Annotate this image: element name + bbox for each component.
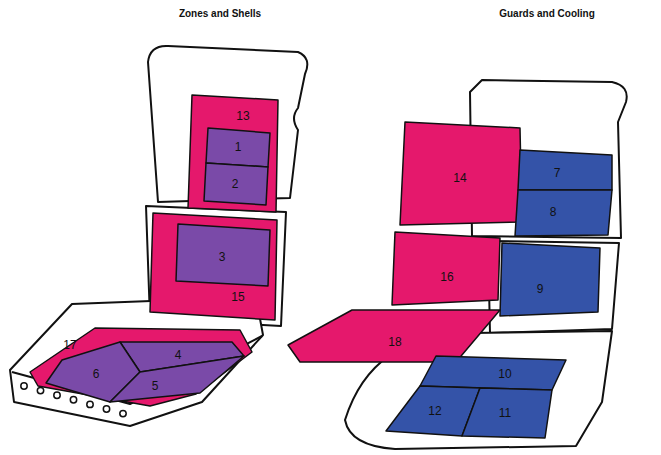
callout-number: 17 xyxy=(63,339,76,351)
seat-pad: 7 xyxy=(518,150,612,190)
callout-number: 18 xyxy=(388,336,401,348)
callout-number: 12 xyxy=(428,405,441,417)
callout-number: 9 xyxy=(537,283,544,295)
pad-shape xyxy=(518,150,612,190)
pad-shape xyxy=(392,232,500,305)
seat-pad: 13 1 2 xyxy=(188,95,278,212)
callout-number: 16 xyxy=(440,271,453,283)
callout-number: 13 xyxy=(236,110,249,122)
seat-pad: 8 xyxy=(515,190,612,236)
seat-pad: 18 xyxy=(288,310,500,362)
callout-number: 4 xyxy=(175,349,182,361)
seat-pad: 10 xyxy=(420,356,566,390)
callout-number: 2 xyxy=(232,178,239,190)
seat-pad: 16 xyxy=(392,232,500,305)
panel-title: Guards and Cooling xyxy=(499,8,595,19)
callout-number: 11 xyxy=(499,407,511,419)
seat-pad: 17 4 6 5 xyxy=(30,328,252,406)
seat-pad: 5 xyxy=(110,356,244,402)
seat-pad: 1 xyxy=(206,128,270,167)
seat-pad: 14 xyxy=(400,122,522,225)
callout-number: 7 xyxy=(554,167,561,179)
seat-pad: 3 xyxy=(176,224,270,286)
callout-number: 6 xyxy=(93,368,100,380)
callout-number: 10 xyxy=(498,368,511,380)
pad-shape xyxy=(420,356,566,390)
callout-number: 3 xyxy=(219,251,226,263)
callout-number: 14 xyxy=(453,172,466,184)
pad-shape xyxy=(515,190,612,236)
lower-back-shell xyxy=(146,206,286,326)
callout-number: 1 xyxy=(235,141,242,153)
pad-shape xyxy=(500,243,600,316)
seat-pad: 11 xyxy=(462,388,552,438)
callout-number: 5 xyxy=(152,380,159,392)
seat-pad: 9 xyxy=(500,243,600,316)
panel-title: Zones and Shells xyxy=(179,8,261,19)
lower-back-shell xyxy=(488,241,619,333)
callout-number: 15 xyxy=(231,291,244,303)
seat-pad: 15 3 xyxy=(150,213,277,320)
pad-shape xyxy=(110,356,244,402)
seat-pad: 2 xyxy=(204,163,268,205)
callout-number: 8 xyxy=(550,206,557,218)
